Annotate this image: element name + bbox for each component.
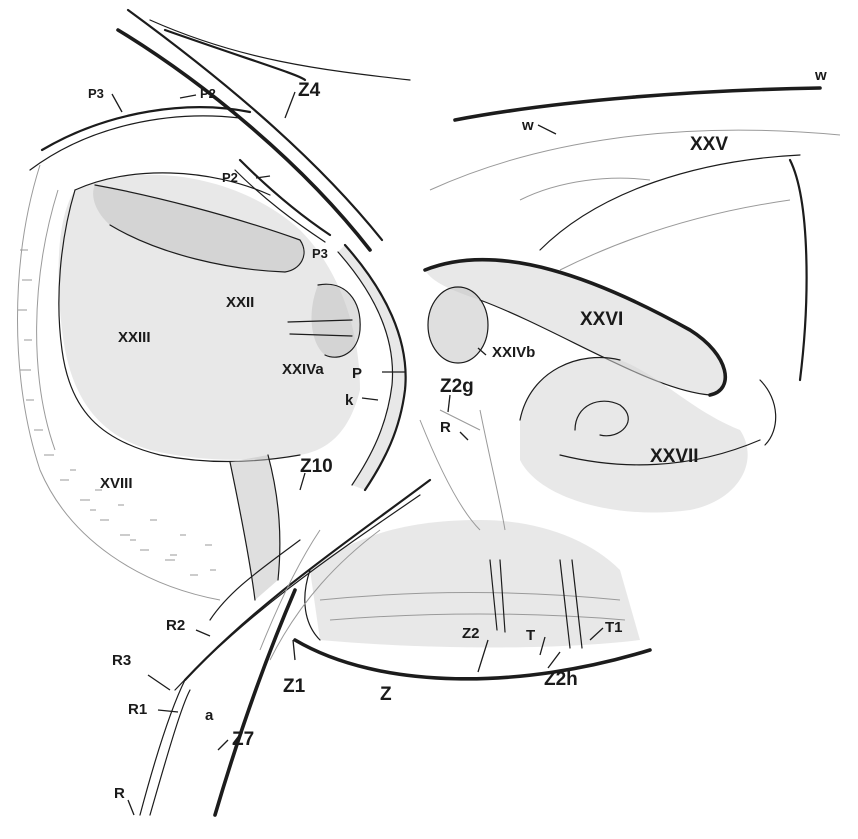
label-z4: Z4 [298,80,321,101]
label-z10: Z10 [300,456,333,477]
label-r2: R2 [166,617,185,634]
label-r1: R1 [128,701,147,718]
label-w-left: w [521,117,534,134]
label-p2-top: P2 [200,86,216,101]
label-z: Z [380,684,392,705]
label-z7: Z7 [232,729,254,750]
label-k: k [345,392,354,409]
label-p2-mid: P2 [222,170,238,185]
label-p: P [352,365,362,382]
label-xviii: XVIII [100,475,133,492]
xxvii-structure [520,358,776,513]
label-p3-mid: P3 [312,246,328,261]
label-w-top: w [814,67,827,84]
label-r3: R3 [112,652,131,669]
label-xxvi: XXVI [580,309,623,330]
label-xxv: XXV [690,134,728,155]
label-xxiva: XXIVa [282,361,324,378]
label-p3-top: P3 [88,86,104,101]
label-t1: T1 [605,619,623,636]
label-xxii: XXII [226,294,254,311]
label-r-mid: R [440,419,451,436]
label-z2h: Z2h [544,669,578,690]
label-z1: Z1 [283,676,306,697]
label-r-bottom: R [114,785,125,802]
label-xxiii: XXIII [118,329,151,346]
label-xxivb: XXIVb [492,344,535,361]
label-z2g: Z2g [440,376,474,397]
label-a: a [205,707,214,724]
label-xxvii: XXVII [650,446,699,467]
label-z2-left: Z2 [462,625,480,642]
label-t: T [526,627,535,644]
